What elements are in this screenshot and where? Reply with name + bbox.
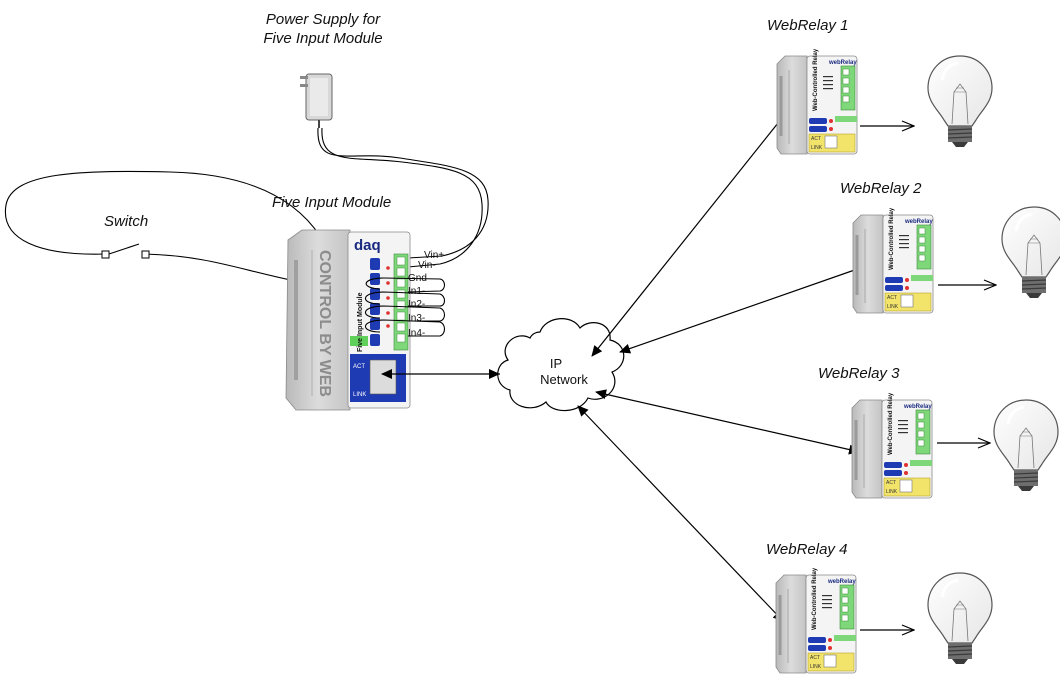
ip-network-cloud: IP Network	[497, 318, 625, 412]
power-supply-label-line2: Five Input Module	[263, 30, 383, 47]
power-supply-label-line1: Power Supply for	[265, 11, 381, 28]
input-wires	[364, 277, 446, 337]
module-led-act: ACT	[353, 364, 365, 370]
cloud-label-ip: IP	[550, 356, 562, 371]
power-supply-label: Power Supply for Five Input Module	[248, 10, 398, 48]
module-front-text: Five Input Module	[357, 292, 364, 352]
terminal-vin-minus: Vin-	[418, 260, 436, 271]
terminal-in4: In4-	[408, 328, 425, 339]
five-input-module-label: Five Input Module	[272, 194, 392, 211]
webrelay-3-label: WebRelay 3	[818, 365, 900, 382]
cloud-label-network: Network	[540, 372, 588, 387]
webrelay-3-device	[850, 390, 934, 500]
light-bulb-2-icon	[1000, 205, 1060, 300]
module-brand: daq	[354, 237, 381, 254]
power-supply-icon	[300, 73, 333, 128]
webrelay-4-device	[774, 565, 858, 675]
light-bulb-4-icon	[926, 571, 994, 666]
light-bulb-1-icon	[926, 54, 994, 149]
module-side-text: CONTROL BY WEB	[316, 250, 333, 397]
light-bulb-3-icon	[992, 398, 1060, 493]
webrelay-1-label: WebRelay 1	[767, 17, 849, 34]
terminal-labels: Vin+ Vin- Gnd In1- In2- In3- In4-	[408, 250, 444, 339]
terminal-gnd: Gnd	[408, 273, 427, 284]
webrelay-2-device	[851, 205, 935, 315]
terminal-in3: In3-	[408, 313, 425, 324]
power-cable	[317, 127, 489, 268]
switch-label: Switch	[104, 213, 149, 230]
switch-icon	[101, 243, 150, 259]
terminal-in1: In1-	[408, 286, 425, 297]
module-led-link: LINK	[353, 392, 366, 398]
terminal-in2: In2-	[408, 299, 425, 310]
webrelay-4-label: WebRelay 4	[766, 541, 848, 558]
webrelay-2-label: WebRelay 2	[840, 180, 922, 197]
relay-links	[577, 107, 867, 623]
webrelay-1-device	[775, 46, 859, 156]
relay-bulb-arrows	[860, 126, 996, 630]
terminal-vin-plus: Vin+	[424, 250, 444, 261]
